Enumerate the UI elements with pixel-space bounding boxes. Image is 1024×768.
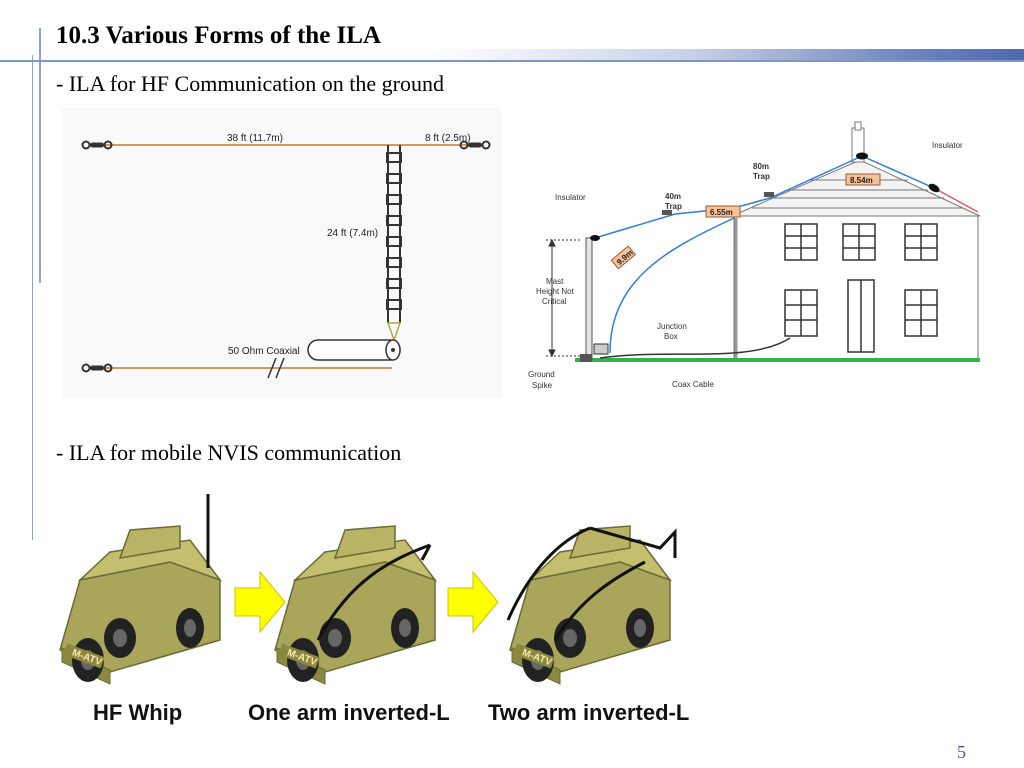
junction-label-line1: Junction (657, 322, 687, 331)
vertical-label: 24 ft (7.4m) (327, 228, 378, 239)
ladder-line (386, 145, 402, 343)
trap-40m (662, 210, 672, 215)
insulator-right-label: Insulator (932, 141, 963, 150)
coax-cable (307, 339, 401, 361)
page-number: 5 (957, 742, 966, 762)
ground-label-line2: Spike (532, 381, 553, 390)
junction-box (593, 343, 609, 355)
vehicle-one-arm: M-ATV (274, 525, 436, 685)
header-accent-line (39, 28, 41, 283)
top-wire-label: 38 ft (11.7m) (227, 133, 283, 144)
caption-one-arm: One arm inverted-L (248, 700, 450, 725)
ila-house-diagram: 6.55m 8.54m 9.9m Insulator Insulator 80m… (528, 121, 981, 390)
trap40-line1: 40m (665, 192, 681, 201)
bullet-hf-ground: - ILA for HF Communication on the ground (56, 71, 445, 96)
coax-label: Coax Cable (672, 380, 714, 389)
vehicle-two-arm: M-ATV (506, 525, 677, 685)
trap40-line2: Trap (665, 202, 682, 211)
right-wire-label: 8 ft (2.5m) (425, 133, 471, 144)
ground-spike (580, 354, 592, 362)
vehicle-illustrations: M-ATV M-ATV M-ATV (59, 494, 677, 685)
insulator-left-label: Insulator (555, 193, 586, 202)
trap-80m (764, 192, 774, 197)
insulators (590, 152, 940, 241)
two-arm-antenna-right (589, 526, 677, 558)
title-rule (0, 60, 1024, 62)
insulator-bottom-left (81, 363, 113, 373)
arrow-1 (234, 570, 286, 634)
caption-hf-whip: HF Whip (93, 700, 183, 725)
one-arm-antenna (316, 543, 431, 641)
insulator-top-right (459, 140, 491, 150)
mast (585, 237, 593, 361)
diagram-background (62, 108, 502, 398)
insulator-top-left (81, 140, 113, 150)
vehicle-hf-whip: M-ATV (59, 494, 221, 685)
mast-label-line1: Mast (546, 277, 564, 286)
house-windows (784, 223, 938, 353)
slide-title: 10.3 Various Forms of the ILA (56, 22, 382, 49)
junction-label-line2: Box (664, 332, 678, 341)
break-mark (267, 357, 285, 379)
mast-label-line2: Height Not (536, 287, 575, 296)
arrow-2 (447, 570, 499, 634)
title-gradient-bar (430, 49, 1024, 60)
two-arm-antenna-left (506, 526, 591, 621)
feed-label: 50 Ohm Coaxial (228, 346, 300, 357)
svg-text:8.54m: 8.54m (850, 176, 873, 185)
mast-label-line3: Critical (542, 297, 567, 306)
mast-dimension (546, 238, 580, 358)
caption-two-arm: Two arm inverted-L (488, 700, 690, 725)
ila-ground-diagram: 38 ft (11.7m) 8 ft (2.5m) 24 ft (7.4m) 5… (62, 108, 502, 398)
svg-text:6.55m: 6.55m (710, 208, 733, 217)
trap80-line2: Trap (753, 172, 770, 181)
ground-label-line1: Ground (528, 370, 555, 379)
left-accent-line (32, 55, 33, 540)
bullet-mobile-nvis: - ILA for mobile NVIS communication (56, 440, 402, 465)
trap80-line1: 80m (753, 162, 769, 171)
